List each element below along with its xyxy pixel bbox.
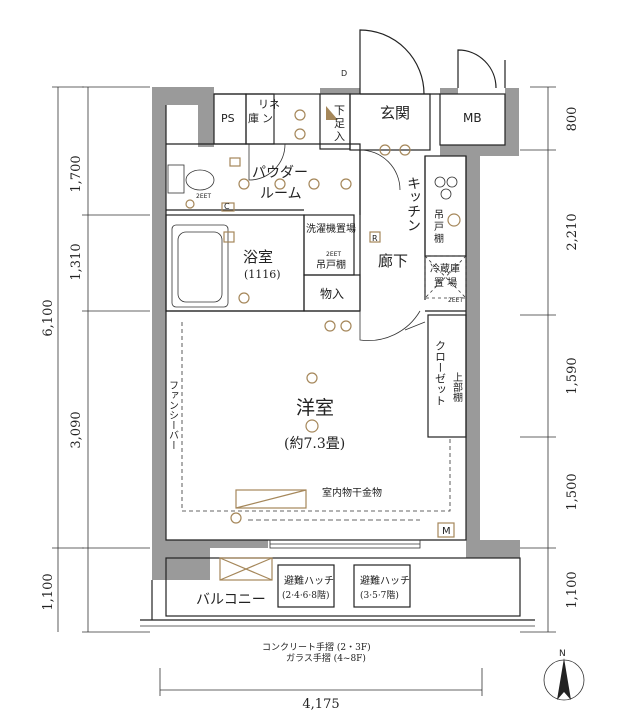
shoes-label-2: 足 <box>334 117 345 130</box>
linen-label-2: ン <box>262 112 273 125</box>
dim-left-2: 1,310 <box>69 243 84 280</box>
powder-label-2: ルーム <box>260 186 302 202</box>
western-size: (約7.3畳) <box>284 436 345 452</box>
bath-size: (1116) <box>244 268 281 281</box>
d-mark: D <box>341 69 347 78</box>
dimension-labels: 1,700 1,310 3,090 1,100 6,100 800 2,210 … <box>41 107 580 712</box>
structural-walls <box>152 87 520 580</box>
ps-label: PS <box>221 112 235 125</box>
upper-shelf-label: 上部棚 <box>451 372 463 403</box>
bath-shelf-label: 吊戸棚 <box>316 258 346 271</box>
linen-label-3: 庫 <box>248 111 259 125</box>
storage-label: 物入 <box>320 287 344 301</box>
kitchen-shelf-1: 吊 <box>434 209 444 221</box>
eet-label-3: 2EET <box>448 297 463 304</box>
dim-bottom: 4,175 <box>302 697 339 712</box>
shoes-label-3: 入 <box>334 130 345 143</box>
shoes-label-1: 下 <box>334 104 345 117</box>
north-arrow: N <box>543 649 585 701</box>
dim-right-1: 800 <box>565 107 580 132</box>
hatch2-label-1: 避難ハッチ <box>360 574 410 587</box>
linen-label-1: リネ <box>258 98 280 111</box>
kitchen-shelf-3: 棚 <box>434 232 444 245</box>
fan-label: ファンシーバー <box>167 380 179 450</box>
kitchen-shelf-2: 戸 <box>434 221 444 233</box>
r-mark: R <box>372 234 378 243</box>
dim-left-1: 1,700 <box>69 155 84 192</box>
railing-label-1: コンクリート手摺 (2・3F) <box>262 641 371 653</box>
kitchen-label: キッチン <box>405 176 421 232</box>
plan-outlines <box>140 93 535 627</box>
hall-label: 廊下 <box>378 252 408 270</box>
dim-right-4: 1,500 <box>565 473 580 510</box>
dim-left-3: 3,090 <box>69 411 84 448</box>
dim-left-4: 1,100 <box>41 573 56 610</box>
bath-label: 浴室 <box>243 248 273 266</box>
dim-right-5: 1,100 <box>565 571 580 608</box>
dim-left-total: 6,100 <box>41 299 56 336</box>
north-label: N <box>559 649 566 659</box>
mb-label: MB <box>463 111 482 125</box>
hatch2-label-2: (3·5·7階) <box>360 590 399 601</box>
powder-label-1: パウダー <box>252 165 308 181</box>
genkan-label: 玄関 <box>380 104 410 122</box>
dim-right-3: 1,590 <box>565 357 580 394</box>
m-mark: M <box>442 526 451 537</box>
fridge-label-2: 置 場 <box>434 276 457 289</box>
doors <box>248 29 506 341</box>
hatch1-label-2: (2·4·6·8階) <box>282 590 330 601</box>
washer-label: 洗濯機置場 <box>306 222 356 235</box>
fixtures <box>167 106 461 538</box>
eet-label-1: 2EET <box>196 193 211 200</box>
eet-label-2: 2EET <box>326 251 341 258</box>
closet-label: クローゼット <box>434 340 447 406</box>
dim-right-2: 2,210 <box>565 213 580 250</box>
c-mark: C <box>224 202 230 211</box>
fridge-label-1: 冷蔵庫 <box>430 262 460 275</box>
hatch1-label-1: 避難ハッチ <box>284 574 334 587</box>
dimension-lines <box>52 86 556 696</box>
hanger-label: 室内物干金物 <box>322 486 382 499</box>
railing-label-2: ガラス手摺 (4~8F) <box>286 652 366 664</box>
room-labels: 玄関 MB PS リネ ン 庫 下 足 入 パウダー ルーム キッチン 浴室 (… <box>167 69 482 664</box>
western-label: 洋室 <box>296 397 334 419</box>
balcony-label: バルコニー <box>196 592 266 608</box>
